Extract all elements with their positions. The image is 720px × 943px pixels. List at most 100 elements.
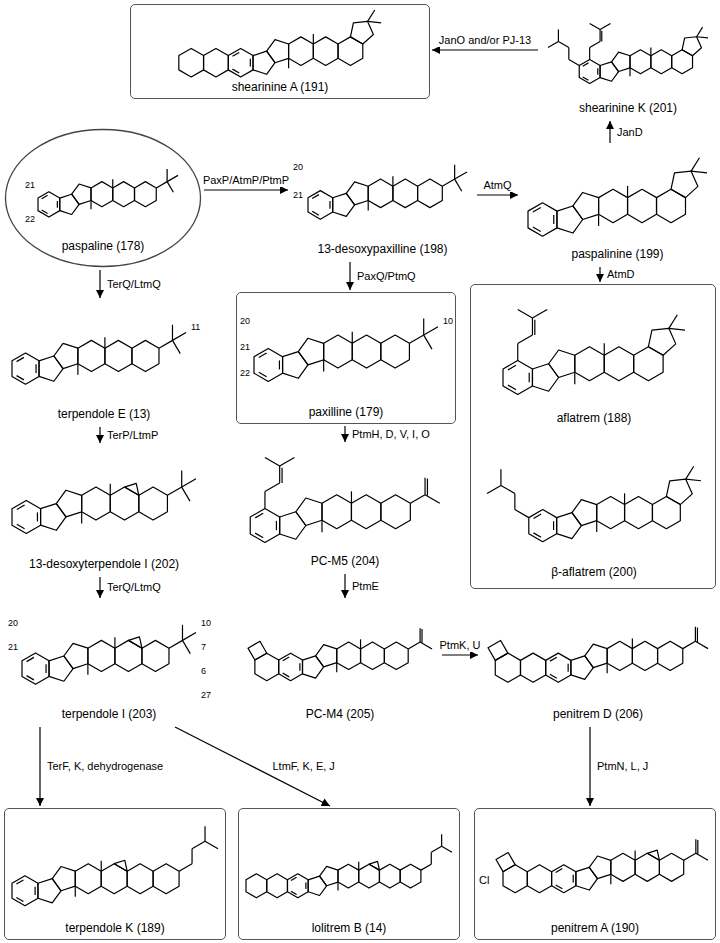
bond [695,641,708,648]
compound-name: shearinine A (191) [230,80,331,94]
structure-drawing [12,826,218,906]
ring-bond [127,864,153,894]
ring-bond [287,874,308,898]
bond [515,510,529,518]
position-number: 6 [200,666,207,676]
bond [159,340,173,348]
ring-bond [142,640,169,671]
bond [573,875,574,883]
ring-bond [666,479,692,504]
bond [598,214,599,226]
ring-bond [283,352,308,379]
bond [569,60,579,66]
ring-bond [527,865,551,893]
bond [455,172,467,179]
ring-bond [88,640,115,671]
enzyme-label: PtmK, U [438,639,483,652]
bond [299,663,300,671]
bond [424,478,425,495]
compound-name: penitrem D (206) [551,707,645,721]
bond [281,468,282,483]
ring-bond [125,483,139,495]
bond [427,479,428,496]
bond [351,491,352,503]
compound-name-row: aflatrem (188) [479,408,709,426]
compound-name-row: paxilline (179) [237,402,455,420]
bond [697,628,698,643]
bond [610,874,611,884]
ring-bond [296,498,322,526]
enzyme-label: PtmN, L, J [595,760,650,773]
ring-bond [338,864,359,888]
compound: terpendole E (13) [4,300,204,425]
bond [627,186,628,198]
bond [583,63,589,66]
bond [583,77,589,80]
compound: PC-M4 (205) [240,600,440,725]
bond [81,512,82,524]
reaction-arrow [204,189,288,190]
bond [42,210,48,213]
position-number: 27 [200,690,212,700]
ring-bond [528,203,557,236]
ring-bond [599,189,628,222]
ring-bond [64,643,88,668]
bond [37,512,38,521]
structure-drawing [308,165,467,219]
ring-bond [139,487,168,520]
ring-bond [267,874,288,898]
ring-bond [488,641,508,661]
ring-bond [549,350,575,378]
compound-name: terpendole K (189) [63,921,166,935]
compound-name: PC-M4 (205) [304,707,377,721]
compound-name-row: lolitrem B (14) [239,918,459,936]
compound-name-row: terpendole I (203) [4,704,214,722]
enzyme-label: LtmF, K, E, J [271,760,337,773]
bond [291,877,297,880]
ring-bond [682,37,701,56]
ring-bond [611,853,635,881]
bond [518,310,533,319]
bond [167,175,178,181]
bond [179,864,192,871]
bond [669,315,678,329]
enzyme-label: TerQ/LtmQ [105,278,163,291]
bond [90,200,91,209]
ring-bond [250,509,279,543]
bond [533,533,541,537]
reaction-arrow [432,49,538,50]
framed-compound: shearinine A (191) [130,4,430,99]
ring-bond [573,192,599,219]
bond [27,676,34,680]
bond [312,211,319,215]
bond [597,68,598,75]
ring-bond [557,206,583,233]
bond [204,826,205,841]
compound: terpendole I (203) [4,600,214,725]
structure-drawing [248,628,432,680]
bond [508,365,516,370]
ring-bond [658,641,683,670]
compound-name: lolitrem B (14) [310,921,389,935]
ring-bond [289,37,314,66]
bond [424,335,432,349]
enzyme-label: PaxQ/PtmQ [355,270,418,283]
ring-bond [12,500,41,533]
bond [568,47,569,59]
bond [172,333,186,341]
ring-bond [632,641,657,670]
compound-name: β-aflatrem (200) [549,565,639,579]
ring-bond [612,52,631,71]
structure-drawing [12,471,196,534]
structure-drawing [250,458,440,543]
bond [441,834,442,846]
framed-compound: paxilline (179) [236,292,456,424]
bond [556,885,563,889]
bond [280,458,295,467]
bond [312,195,319,199]
ring-bond [52,867,75,891]
position-number: 20 [7,618,19,628]
bond [550,657,557,661]
ring-bond [384,642,408,670]
bond [419,628,420,642]
